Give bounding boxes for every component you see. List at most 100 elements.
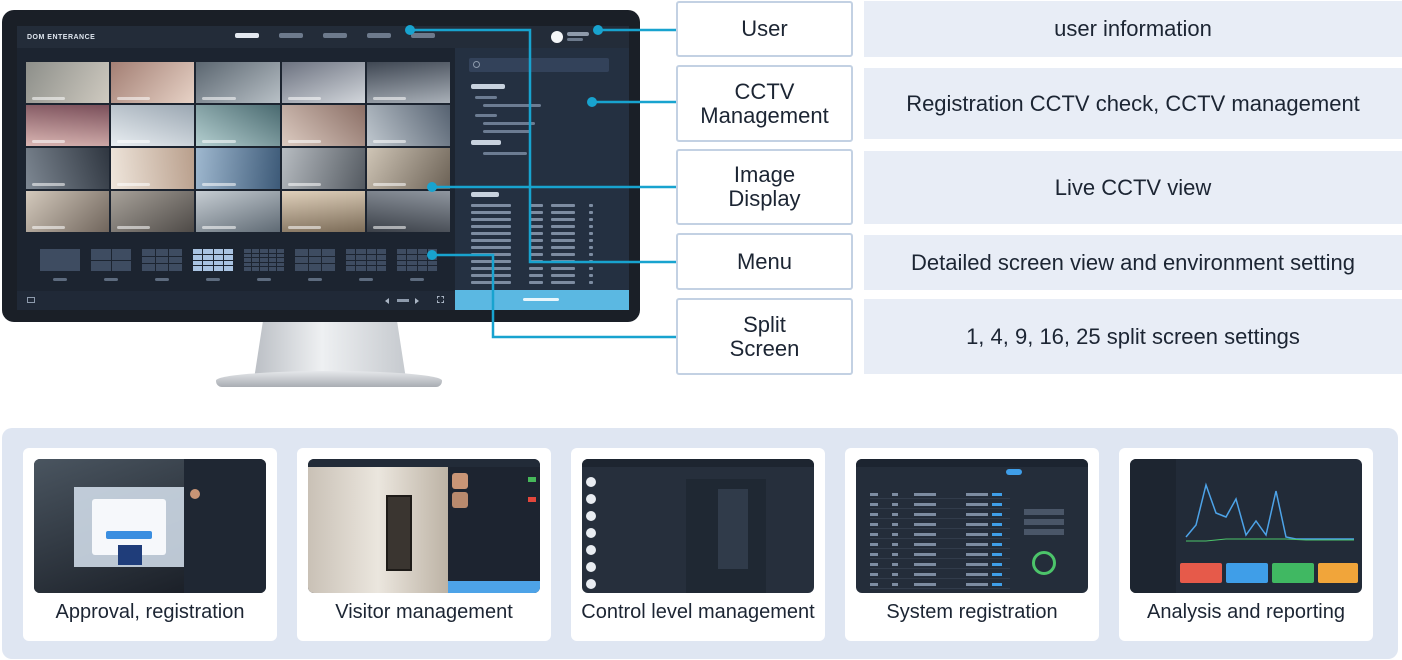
table-row[interactable] bbox=[870, 551, 1010, 559]
cctv-feed-tile[interactable] bbox=[111, 62, 195, 103]
prev-page-button[interactable] bbox=[385, 298, 389, 304]
connector-dot-menu bbox=[405, 25, 415, 35]
cctv-feed-tile[interactable] bbox=[26, 191, 110, 232]
nav-item[interactable] bbox=[367, 33, 391, 38]
card-caption: Visitor management bbox=[335, 601, 513, 623]
card-analysis-reporting: Analysis and reporting bbox=[1119, 448, 1373, 641]
feature-screenshots-panel: Approval, registration Visitor managemen… bbox=[2, 428, 1398, 659]
table-row[interactable] bbox=[870, 521, 1010, 529]
screenshot-approval-registration bbox=[34, 459, 266, 593]
event-row[interactable] bbox=[471, 267, 611, 270]
tree-item[interactable] bbox=[483, 122, 535, 125]
cctv-feed-tile[interactable] bbox=[111, 191, 195, 232]
cctv-feed-tile[interactable] bbox=[196, 191, 280, 232]
split-layout-option[interactable] bbox=[91, 249, 131, 271]
feature-label-image-display: Image Display bbox=[676, 149, 853, 225]
cctv-feed-tile[interactable] bbox=[281, 191, 365, 232]
search-input[interactable] bbox=[469, 58, 609, 72]
cctv-feed-tile[interactable] bbox=[26, 62, 110, 103]
cctv-feed-tile[interactable] bbox=[26, 148, 110, 189]
split-layout-label bbox=[257, 278, 271, 281]
cctv-feed-tile[interactable] bbox=[281, 148, 365, 189]
event-list-heading bbox=[471, 192, 499, 197]
nav-item[interactable] bbox=[411, 33, 435, 38]
monitor-stand-base bbox=[216, 371, 442, 387]
cctv-video-grid bbox=[26, 62, 450, 232]
cctv-feed-tile[interactable] bbox=[111, 148, 195, 189]
split-layout-label bbox=[104, 278, 118, 281]
nav-item[interactable] bbox=[235, 33, 259, 38]
split-layout-option[interactable] bbox=[295, 249, 335, 271]
split-screen-options bbox=[40, 249, 437, 271]
event-row[interactable] bbox=[471, 239, 611, 242]
table-row[interactable] bbox=[870, 491, 1010, 499]
event-row[interactable] bbox=[471, 211, 611, 214]
user-avatar-icon[interactable] bbox=[551, 31, 563, 43]
app-logo: DOM ENTERANCE bbox=[27, 33, 96, 41]
card-caption: Approval, registration bbox=[55, 601, 245, 623]
nav-item[interactable] bbox=[279, 33, 303, 38]
cctv-feed-tile[interactable] bbox=[196, 105, 280, 146]
user-role-text bbox=[567, 38, 583, 41]
event-row[interactable] bbox=[471, 281, 611, 284]
event-row[interactable] bbox=[471, 246, 611, 249]
split-layout-option[interactable] bbox=[40, 249, 80, 271]
table-row[interactable] bbox=[870, 561, 1010, 569]
cctv-feed-tile[interactable] bbox=[111, 105, 195, 146]
split-layout-label bbox=[155, 278, 169, 281]
user-avatar-icon bbox=[586, 511, 596, 521]
cctv-feed-tile[interactable] bbox=[196, 62, 280, 103]
fullscreen-icon[interactable] bbox=[437, 296, 444, 303]
event-row[interactable] bbox=[471, 232, 611, 235]
split-layout-option[interactable] bbox=[142, 249, 182, 271]
event-row[interactable] bbox=[471, 204, 611, 207]
tree-item[interactable] bbox=[483, 130, 531, 133]
card-caption: System registration bbox=[886, 601, 1058, 623]
connector-dot-user bbox=[593, 25, 603, 35]
tree-item[interactable] bbox=[475, 96, 497, 99]
event-row[interactable] bbox=[471, 225, 611, 228]
page-indicator bbox=[397, 299, 409, 302]
screenshot-analysis-reporting bbox=[1130, 459, 1362, 593]
table-row[interactable] bbox=[870, 571, 1010, 579]
connector-menu bbox=[410, 28, 676, 264]
split-layout-label bbox=[410, 278, 424, 281]
cctv-feed-tile[interactable] bbox=[366, 105, 450, 146]
cctv-feed-tile[interactable] bbox=[281, 62, 365, 103]
user-avatar-icon bbox=[586, 562, 596, 572]
apply-button[interactable] bbox=[455, 290, 629, 310]
cctv-feed-tile[interactable] bbox=[366, 191, 450, 232]
cctv-feed-tile[interactable] bbox=[366, 62, 450, 103]
split-layout-option[interactable] bbox=[397, 249, 437, 271]
table-row[interactable] bbox=[870, 511, 1010, 519]
tree-item[interactable] bbox=[483, 104, 541, 107]
cctv-feed-tile[interactable] bbox=[366, 148, 450, 189]
cctv-feed-tile[interactable] bbox=[281, 105, 365, 146]
tree-item[interactable] bbox=[475, 114, 497, 117]
next-page-button[interactable] bbox=[415, 298, 419, 304]
event-row[interactable] bbox=[471, 218, 611, 221]
card-approval-registration: Approval, registration bbox=[23, 448, 277, 641]
split-layout-option[interactable] bbox=[244, 249, 284, 271]
user-name-text bbox=[567, 32, 589, 36]
tree-item[interactable] bbox=[483, 152, 527, 155]
split-layout-option[interactable] bbox=[346, 249, 386, 271]
event-row[interactable] bbox=[471, 274, 611, 277]
table-row[interactable] bbox=[870, 531, 1010, 539]
nav-item[interactable] bbox=[323, 33, 347, 38]
table-row[interactable] bbox=[870, 501, 1010, 509]
search-icon bbox=[473, 61, 480, 68]
user-avatar-icon bbox=[586, 545, 596, 555]
feature-desc-image-display: Live CCTV view bbox=[864, 151, 1402, 224]
split-layout-label bbox=[53, 278, 67, 281]
screen-bottom-bar bbox=[17, 291, 455, 310]
cctv-feed-tile[interactable] bbox=[196, 148, 280, 189]
table-row[interactable] bbox=[870, 581, 1010, 589]
table-row[interactable] bbox=[870, 541, 1010, 549]
split-layout-label bbox=[359, 278, 373, 281]
split-layout-label bbox=[206, 278, 220, 281]
cctv-feed-tile[interactable] bbox=[26, 105, 110, 146]
screenshot-system-registration bbox=[856, 459, 1088, 593]
split-layout-option[interactable] bbox=[193, 249, 233, 271]
